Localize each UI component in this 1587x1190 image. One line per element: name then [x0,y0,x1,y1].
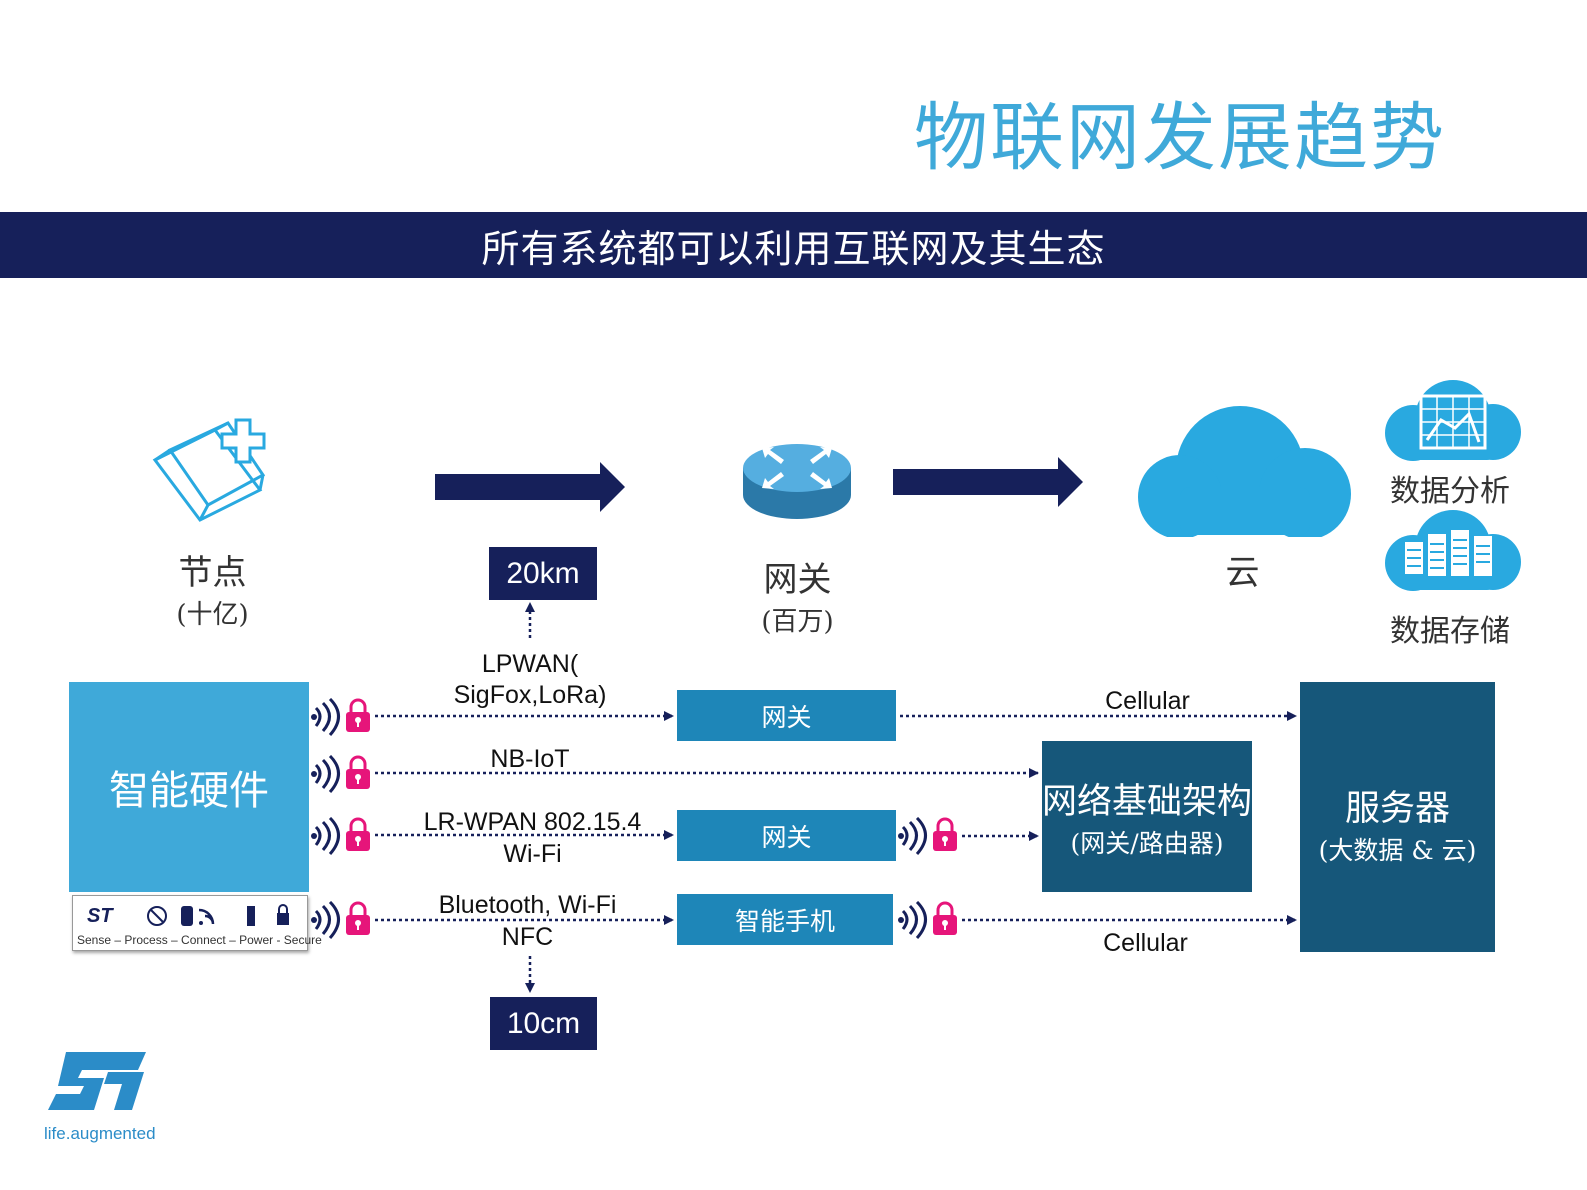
server-subtitle: (大数据 & 云) [1318,836,1477,865]
cloud-caption: 云 [1195,545,1290,594]
storage-label: 数据存储 [1390,614,1510,649]
gateway-box-lrwpan: 网关 [677,810,896,861]
lpwan-label-line1: LPWAN( [481,650,579,678]
logo-tagline: life.augmented [44,1124,156,1143]
range-10cm-badge: 10cm [490,997,597,1050]
wireless-lock-icon [311,901,370,939]
gateway-box-lpwan: 网关 [677,690,896,741]
cellular-bottom-label: Cellular [1103,929,1188,957]
cellular-top-label: Cellular [1105,687,1190,715]
sense-process-strip: ST Sense – Process – Connect – Power - S… [72,895,322,951]
wireless-lock-icon [311,755,370,793]
page-title: 物联网发展趋势 [914,95,1446,181]
analytics-caption: 数据分析 [1375,466,1525,510]
st-logo [48,1052,146,1110]
wireless-lock-icon [311,817,370,855]
range-20km-badge: 20km [489,547,597,600]
node-sub-label: (十亿) [176,600,249,630]
wireless-lock-icon [311,698,370,736]
arrow-gateway-to-cloud [893,457,1083,507]
gateway-sub-label: (百万) [761,607,834,637]
gateway-label: 网关 [763,560,832,600]
lpwan-label-line2: SigFox,LoRa) [453,681,607,709]
wireless-lock-icon [898,901,957,939]
server-box: 服务器 (大数据 & 云) [1300,682,1495,952]
gateway-caption: 网关 (百万) [725,552,870,638]
bluetooth-label-line2: NFC [501,923,554,951]
router-icon [743,444,851,519]
infra-title: 网络基础架构 [1042,782,1253,822]
arrow-node-to-gateway [435,462,625,512]
smart-hardware-box: 智能硬件 [69,682,309,892]
nbiot-label: NB-IoT [490,745,570,773]
node-caption: 节点 (十亿) [140,545,285,631]
lrwpan-label-line2: Wi-Fi [503,840,562,868]
data-analytics-icon [1385,380,1521,461]
svg-text:ST: ST [87,905,114,927]
storage-caption: 数据存储 [1375,606,1525,650]
bluetooth-label-line1: Bluetooth, Wi-Fi [438,891,617,919]
server-title: 服务器 [1344,789,1450,829]
lrwpan-label-line1: LR-WPAN 802.15.4 [423,808,642,836]
data-storage-icon [1385,510,1521,591]
smartphone-box: 智能手机 [677,894,893,945]
network-infrastructure-box: 网络基础架构 (网关/路由器) [1042,741,1252,892]
strip-icons: ST [87,904,289,927]
cloud-label: 云 [1225,553,1260,593]
infra-subtitle: (网关/路由器) [1070,829,1224,858]
node-label: 节点 [178,553,247,593]
subtitle-banner: 所有系统都可以利用互联网及其生态 [0,212,1587,278]
wireless-lock-icon [898,817,957,855]
strip-caption: Sense – Process – Connect – Power - Secu… [77,933,322,947]
node-cube-icon [152,418,266,522]
cloud-icon [1138,406,1351,537]
analytics-label: 数据分析 [1390,474,1510,509]
